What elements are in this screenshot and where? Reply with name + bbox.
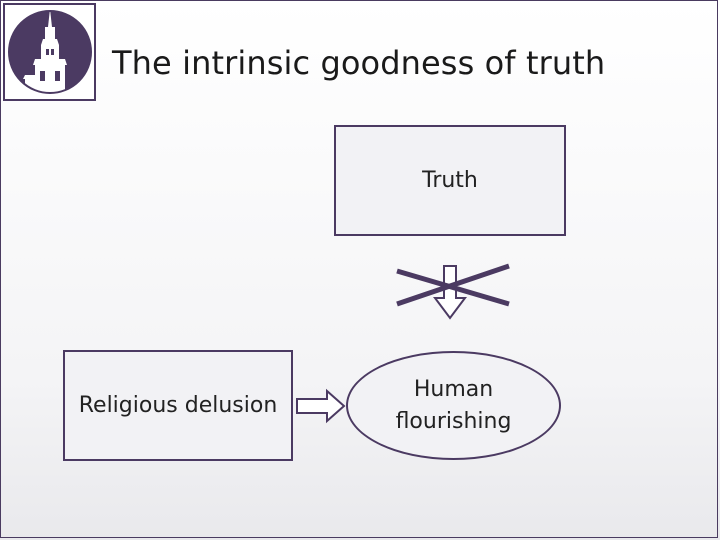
human-flourishing-node: Human flourishing bbox=[346, 351, 561, 460]
human-flourishing-label-line1: Human bbox=[413, 376, 494, 402]
truth-label: Truth bbox=[422, 168, 478, 193]
human-flourishing-label-line2: flourishing bbox=[395, 408, 512, 434]
chapel-steeple-icon bbox=[8, 10, 92, 94]
truth-node: Truth bbox=[334, 125, 566, 236]
religious-delusion-label: Religious delusion bbox=[78, 393, 278, 418]
slide-title: The intrinsic goodness of truth bbox=[112, 44, 606, 82]
religious-delusion-node: Religious delusion bbox=[63, 350, 293, 461]
logo bbox=[3, 3, 96, 101]
